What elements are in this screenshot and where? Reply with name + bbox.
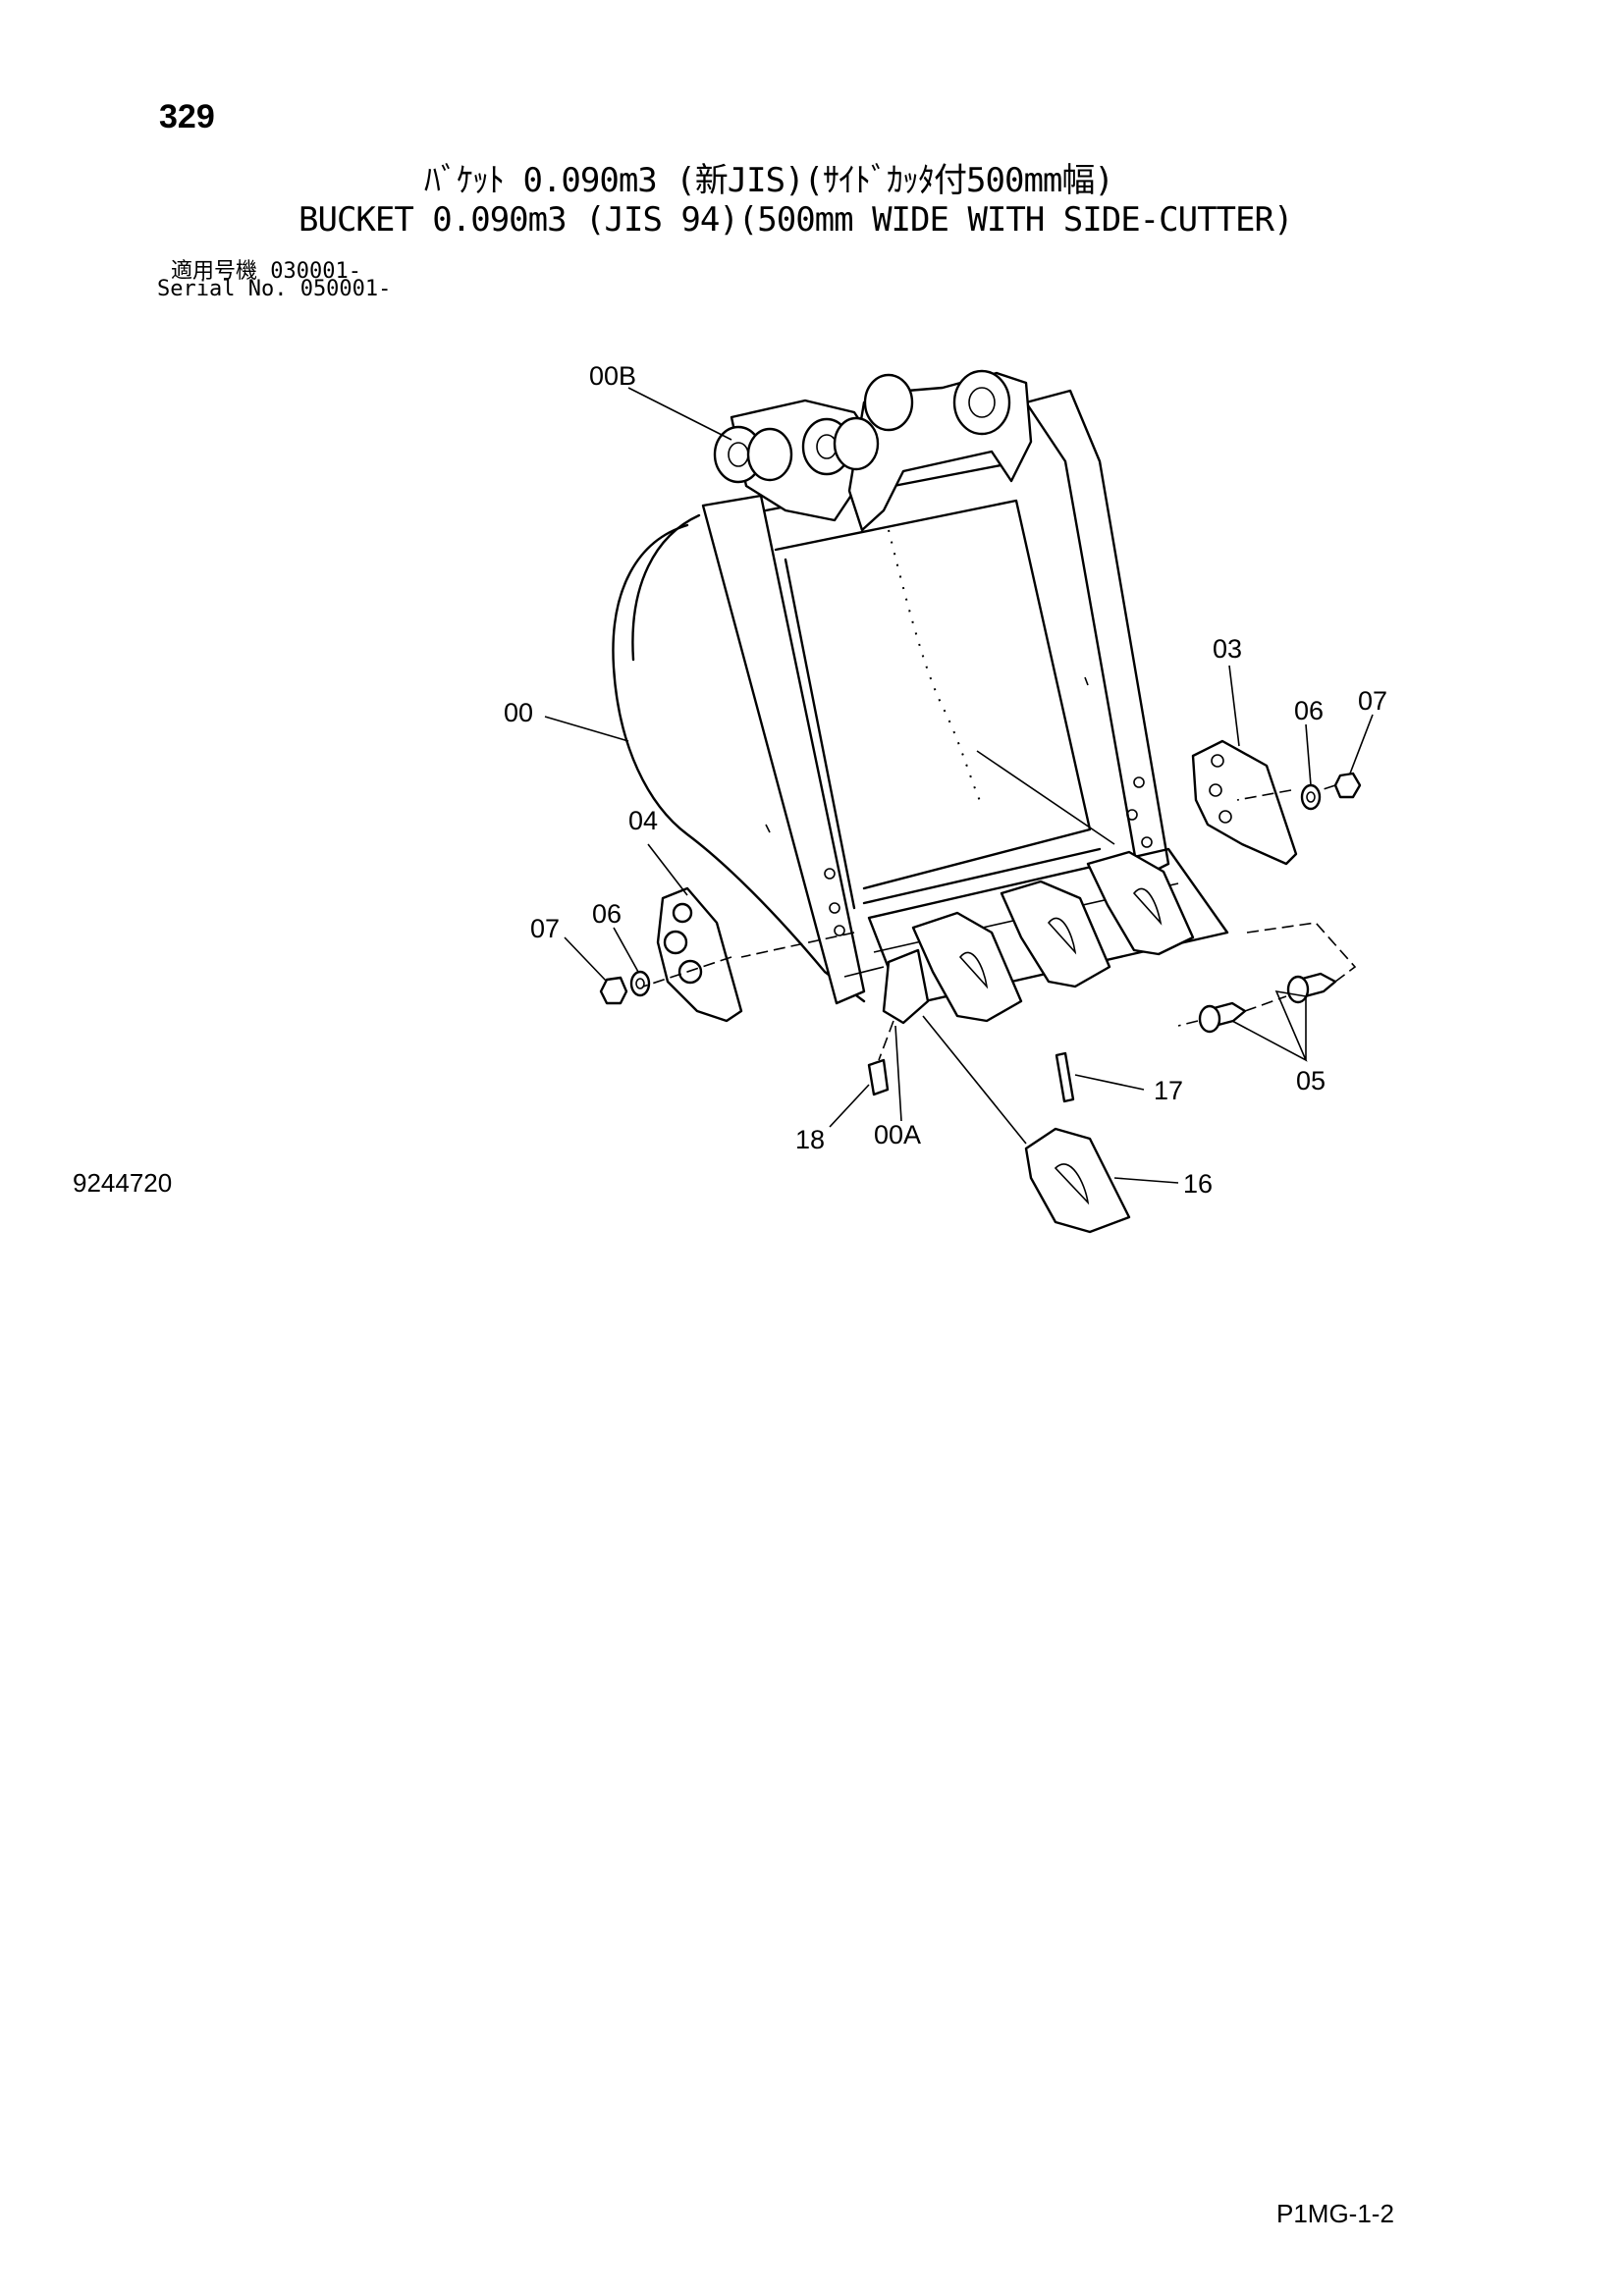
callout-00: 00 <box>504 698 533 727</box>
callout-06-right: 06 <box>1294 696 1324 725</box>
callout-17: 17 <box>1154 1076 1183 1105</box>
top-bracket-bosses <box>713 369 1033 532</box>
side-cutter-right-03 <box>1191 739 1298 866</box>
side-cutter-left-04 <box>656 886 743 1023</box>
callout-00B: 00B <box>589 361 636 391</box>
callout-00A: 00A <box>874 1120 921 1149</box>
callout-07-left: 07 <box>530 914 560 943</box>
page-number: 329 <box>159 98 215 135</box>
bucket-exploded-diagram: 00B 00 03 06 07 04 07 06 17 05 18 00A 16 <box>504 361 1387 1234</box>
exploded-dash-lines <box>642 784 1357 1145</box>
serial-range-english: Serial No. 050001- <box>157 277 392 301</box>
title-english: BUCKET 0.090m3 (JIS 94)(500mm WIDE WITH … <box>298 200 1293 240</box>
callout-16: 16 <box>1183 1169 1213 1199</box>
callout-07-right: 07 <box>1358 686 1387 716</box>
callout-05: 05 <box>1296 1066 1326 1095</box>
leader-lines <box>544 387 1374 1184</box>
bucket-lip-teeth <box>843 847 1229 1025</box>
drawing-number: 9244720 <box>73 1168 173 1198</box>
title-japanese: ﾊﾞｹｯﾄ 0.090m3 (新JIS)(ｻｲﾄﾞｶｯﾀ付500mm幅) <box>424 161 1114 200</box>
serial-range-japanese: 適用号機 030001- <box>171 259 361 284</box>
footer-code: P1MG-1-2 <box>1276 2199 1394 2228</box>
callout-06-left: 06 <box>592 899 622 929</box>
callout-03: 03 <box>1213 634 1242 664</box>
callout-04: 04 <box>628 806 658 835</box>
callout-18: 18 <box>795 1125 825 1154</box>
